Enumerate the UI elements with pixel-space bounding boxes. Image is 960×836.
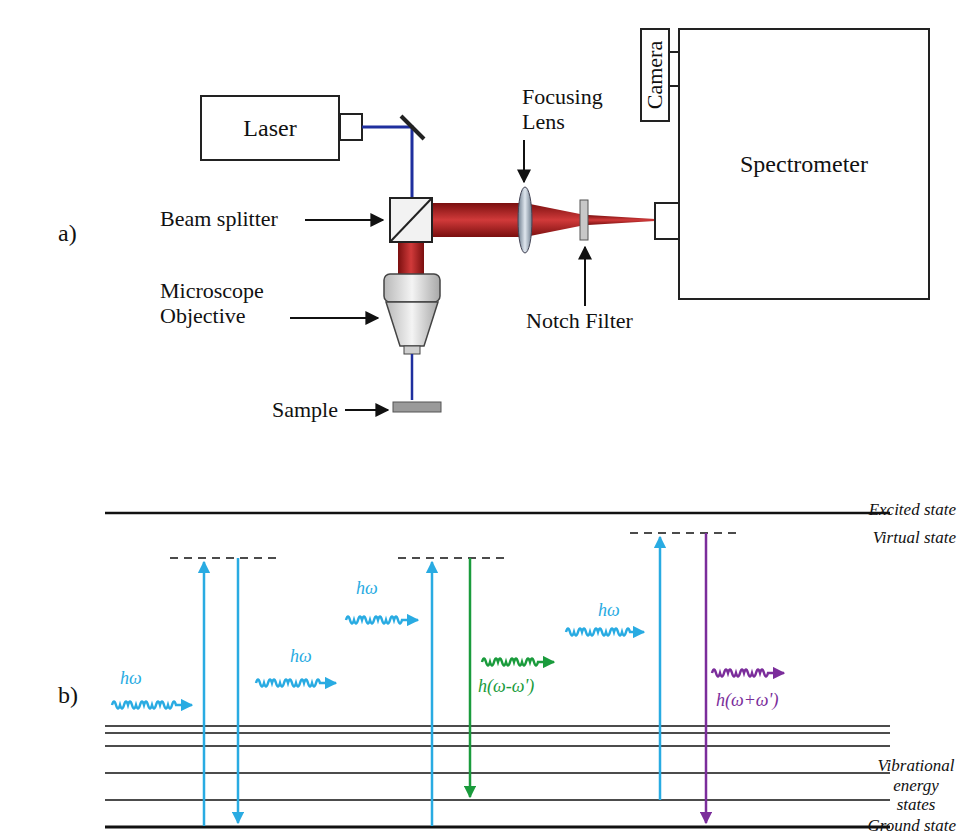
level-label: Vibrational energy states [876, 756, 956, 815]
photon-wave [482, 659, 554, 666]
part-label: a) [58, 220, 77, 248]
photon-label: hω [120, 668, 142, 689]
photon-wave [112, 702, 192, 709]
component-label: Beam splitter [160, 206, 278, 231]
camera-box: Camera [640, 28, 670, 122]
component-label: Notch Filter [526, 308, 633, 333]
photon-label: hω [598, 600, 620, 621]
node-label: Laser [243, 115, 296, 142]
photon-label: hω [290, 646, 312, 667]
photon-wave [712, 670, 784, 677]
level-label: Virtual state [873, 528, 956, 548]
photon-wave [256, 680, 336, 687]
level-label: Excited state [869, 500, 956, 520]
component-label: Sample [272, 397, 338, 422]
node-label: Spectrometer [740, 151, 868, 178]
photon-label: h(ω+ω') [716, 690, 778, 711]
spectrometer-box: Spectrometer [678, 28, 930, 300]
photon-label: h(ω-ω') [478, 676, 534, 697]
component-label: Focusing Lens [522, 84, 606, 135]
component-label: Microscope Objective [160, 278, 288, 329]
node-label: Camera [642, 41, 668, 109]
laser-box: Laser [200, 95, 340, 161]
photon-wave [566, 629, 644, 636]
part-label: b) [58, 682, 78, 710]
level-label: Ground state [867, 816, 956, 836]
photon-wave [346, 617, 418, 624]
photon-label: hω [356, 578, 378, 599]
